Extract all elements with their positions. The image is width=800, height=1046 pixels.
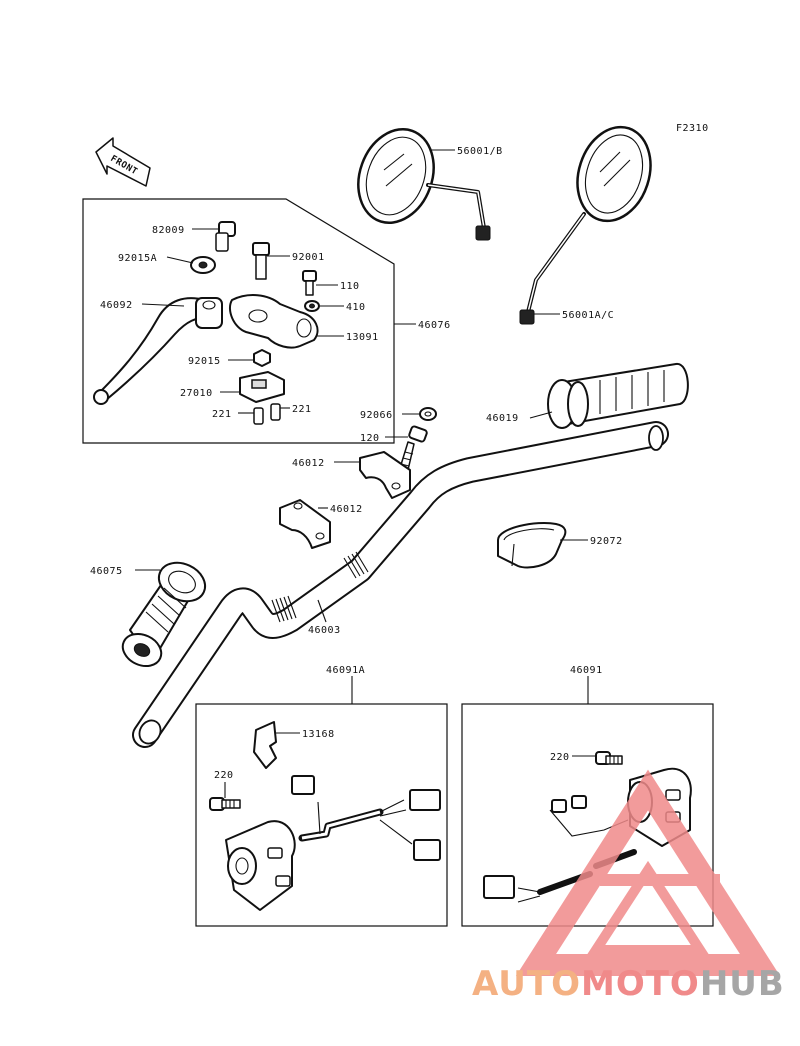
label-46012-lower: 46012 xyxy=(330,504,363,515)
switch-box-left xyxy=(195,703,448,927)
label-46075: 46075 xyxy=(90,566,123,577)
clamp-46012-lower xyxy=(279,499,331,549)
watermark-part-hub: HUB xyxy=(700,964,785,1004)
watermark-part-auto: AUTO xyxy=(472,964,581,1004)
label-92015a: 92015A xyxy=(118,253,157,264)
knurl-band-left xyxy=(271,595,297,623)
bolt-110 xyxy=(302,270,317,296)
label-46076: 46076 xyxy=(418,320,451,331)
mirror-left xyxy=(357,127,491,241)
screw-220-right xyxy=(595,751,623,765)
label-221-right: 221 xyxy=(292,404,312,415)
leader-lines xyxy=(135,149,596,798)
part-labels: 56001/B 56001A/C 82009 92015A 46092 9200… xyxy=(90,146,623,781)
screw-220-left xyxy=(209,797,241,811)
bolt-120 xyxy=(399,425,428,471)
watermark-logo xyxy=(515,769,781,976)
label-220-right: 220 xyxy=(550,752,570,763)
wire-harness-left xyxy=(291,775,441,861)
washer-92066 xyxy=(419,407,437,421)
label-56001b: 56001/B xyxy=(457,146,503,157)
switch-housing-left xyxy=(225,820,296,911)
throttle-grip-46019 xyxy=(547,363,689,429)
label-220-left: 220 xyxy=(214,770,234,781)
left-grip-46075 xyxy=(121,561,207,668)
lever-bracket xyxy=(228,294,319,349)
screw-221-right xyxy=(270,403,281,421)
label-46091a: 46091A xyxy=(326,665,365,676)
figure-code: F2310 xyxy=(676,123,709,134)
screw-82009 xyxy=(215,221,236,252)
screw-221-left xyxy=(253,407,264,425)
front-arrow-icon: FRONT xyxy=(95,137,151,187)
label-92072: 92072 xyxy=(590,536,623,547)
lever-assembly-box xyxy=(82,198,395,444)
clamp-46012-upper xyxy=(359,451,411,499)
label-92001: 92001 xyxy=(292,252,325,263)
label-82009: 82009 xyxy=(152,225,185,236)
label-46092: 46092 xyxy=(100,300,133,311)
switch-27010 xyxy=(239,371,285,403)
label-410: 410 xyxy=(346,302,366,313)
label-46012-upper: 46012 xyxy=(292,458,325,469)
label-46019: 46019 xyxy=(486,413,519,424)
label-13091: 13091 xyxy=(346,332,379,343)
label-120: 120 xyxy=(360,433,380,444)
handlebar-46003 xyxy=(132,421,669,748)
band-92072 xyxy=(497,522,567,569)
label-221-left: 221 xyxy=(212,409,232,420)
bolt-92001 xyxy=(252,242,270,280)
label-110: 110 xyxy=(340,281,360,292)
clutch-lever xyxy=(93,297,223,405)
mirror-right xyxy=(519,125,652,325)
watermark-part-moto: MOTO xyxy=(581,964,700,1004)
washer-410 xyxy=(304,300,320,312)
nut-92015 xyxy=(253,349,271,367)
watermark-text: AUTOMOTOHUB xyxy=(472,964,785,1004)
label-46091: 46091 xyxy=(570,665,603,676)
knurl-band-right xyxy=(343,551,369,579)
label-56001ac: 56001A/C xyxy=(562,310,614,321)
label-27010: 27010 xyxy=(180,388,213,399)
clip-13168 xyxy=(253,721,277,769)
label-92015: 92015 xyxy=(188,356,221,367)
nut-92015a xyxy=(190,256,216,274)
label-13168: 13168 xyxy=(302,729,335,740)
label-92066: 92066 xyxy=(360,410,393,421)
label-46003: 46003 xyxy=(308,625,341,636)
